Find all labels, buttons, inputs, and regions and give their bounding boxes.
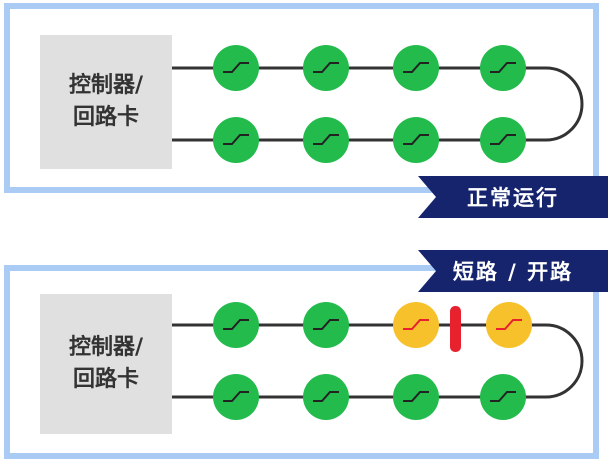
controller-label-line2: 回路卡 bbox=[72, 367, 139, 392]
normal-loop-circuit bbox=[172, 45, 584, 163]
switch-symbol-icon bbox=[223, 62, 249, 73]
fault-loop-circuit bbox=[172, 302, 584, 420]
loop-wire bbox=[172, 66, 584, 142]
switch-symbol-icon bbox=[313, 134, 339, 145]
switch-symbol-icon bbox=[223, 319, 249, 330]
loop-wire bbox=[172, 323, 584, 399]
switch-symbol-icon bbox=[403, 62, 429, 73]
detector-lower-3 bbox=[393, 117, 439, 163]
switch-symbol-icon bbox=[490, 391, 516, 402]
controller-card: 控制器/ 回路卡 bbox=[40, 35, 172, 169]
fault-loop-panel: 控制器/ 回路卡 bbox=[4, 265, 599, 459]
short-open-fault-mark bbox=[450, 306, 461, 352]
controller-label-line1: 控制器/ bbox=[68, 335, 144, 360]
detector-lower-4 bbox=[480, 374, 526, 420]
status-ribbon-normal: 正常运行 bbox=[418, 176, 608, 218]
detector-upper-2 bbox=[303, 302, 349, 348]
detector-upper-3 bbox=[393, 45, 439, 91]
fault-detector-upper-3 bbox=[393, 302, 439, 348]
controller-label-line2: 回路卡 bbox=[72, 105, 139, 130]
detector-upper-4 bbox=[480, 45, 526, 91]
switch-symbol-icon bbox=[403, 319, 429, 330]
detector-lower-1 bbox=[213, 117, 259, 163]
detector-lower-2 bbox=[303, 117, 349, 163]
controller-label-line1: 控制器/ bbox=[68, 73, 144, 98]
switch-symbol-icon bbox=[223, 134, 249, 145]
switch-symbol-icon bbox=[490, 62, 516, 73]
detector-lower-4 bbox=[480, 117, 526, 163]
normal-loop-panel: 控制器/ 回路卡 bbox=[4, 3, 599, 193]
switch-symbol-icon bbox=[403, 134, 429, 145]
switch-symbol-icon bbox=[223, 391, 249, 402]
status-label-fault: 短路 / 开路 bbox=[452, 260, 574, 284]
detector-lower-3 bbox=[393, 374, 439, 420]
detector-upper-1 bbox=[213, 45, 259, 91]
switch-symbol-icon bbox=[313, 62, 339, 73]
switch-symbol-icon bbox=[496, 319, 522, 330]
detector-upper-2 bbox=[303, 45, 349, 91]
detector-upper-1 bbox=[213, 302, 259, 348]
detector-lower-1 bbox=[213, 374, 259, 420]
switch-symbol-icon bbox=[313, 391, 339, 402]
switch-symbol-icon bbox=[403, 391, 429, 402]
detector-lower-2 bbox=[303, 374, 349, 420]
status-label-normal: 正常运行 bbox=[467, 186, 559, 210]
switch-symbol-icon bbox=[313, 319, 339, 330]
fault-detector-upper-4 bbox=[486, 302, 532, 348]
status-ribbon-fault: 短路 / 开路 bbox=[418, 250, 608, 292]
switch-symbol-icon bbox=[490, 134, 516, 145]
controller-card: 控制器/ 回路卡 bbox=[40, 294, 172, 434]
